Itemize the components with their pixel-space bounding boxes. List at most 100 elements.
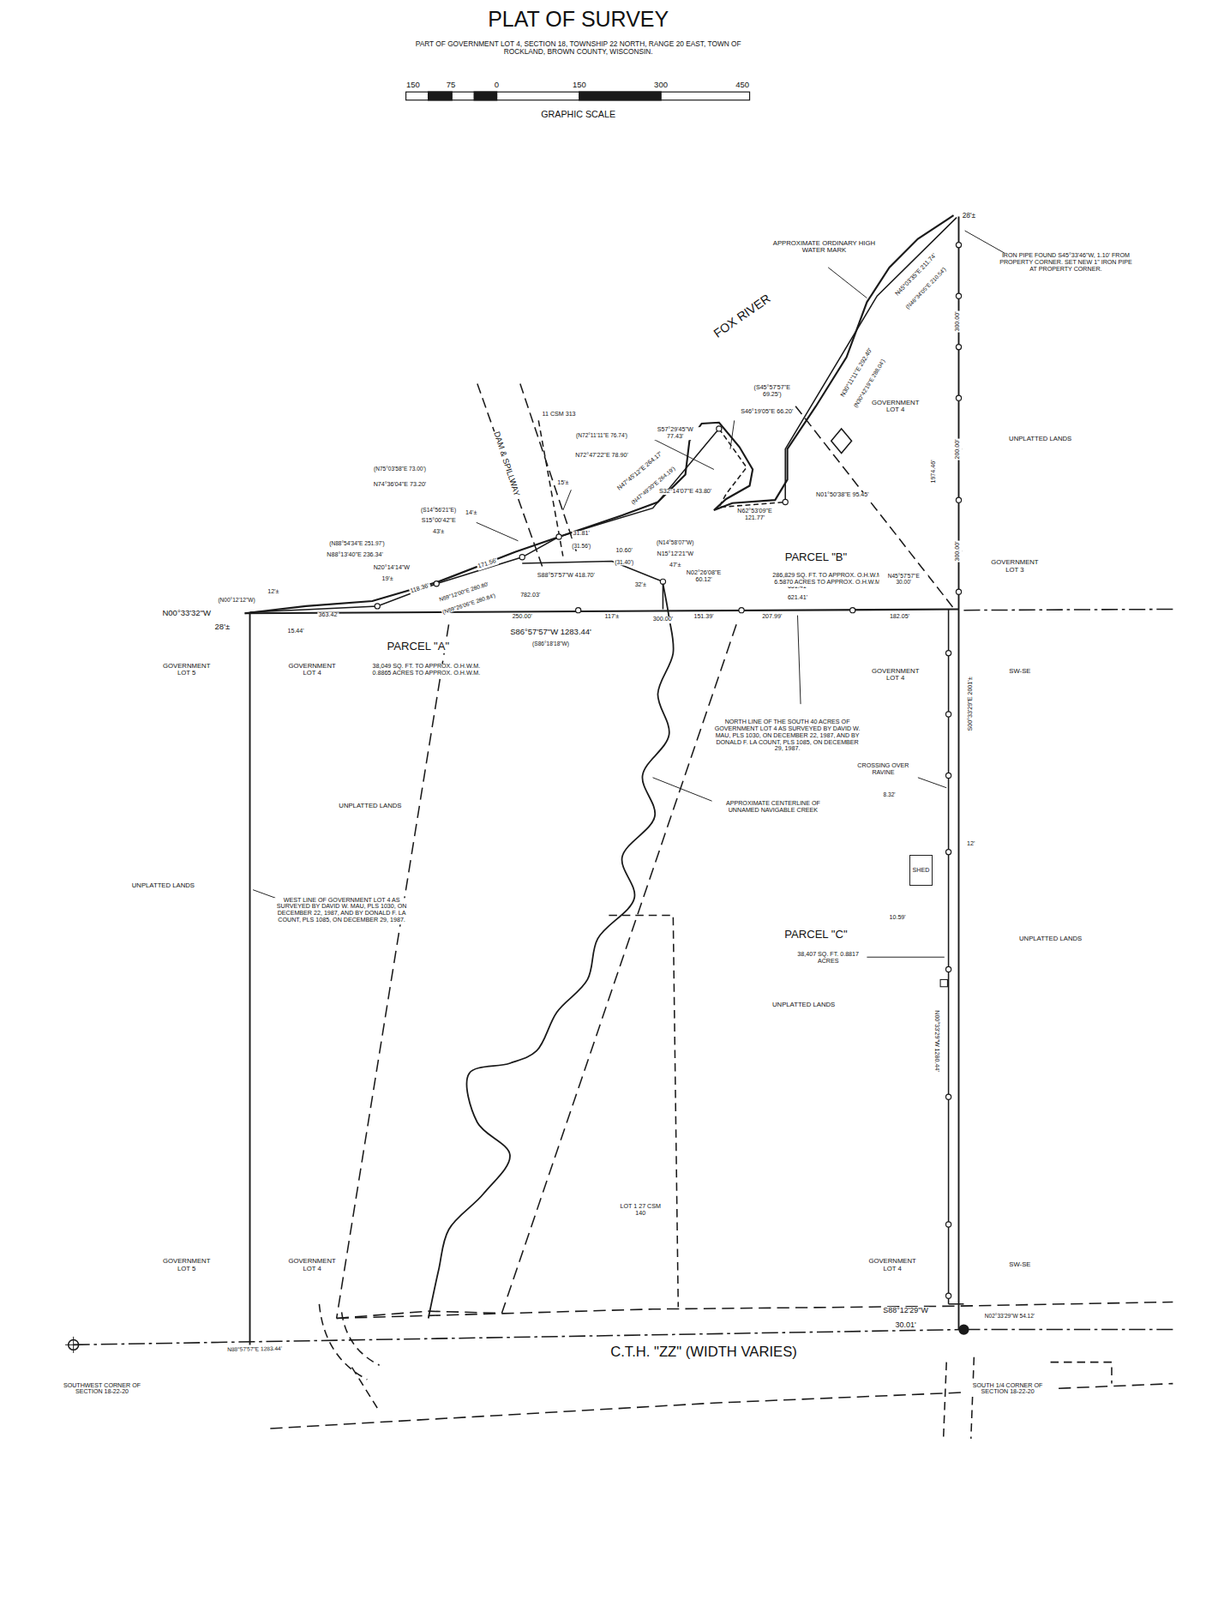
plat-label: GOVERNMENT LOT 4	[866, 666, 924, 682]
plat-label: 118.36'	[408, 582, 432, 595]
plat-label: 38,407 SQ. FT. 0.8817 ACRES	[795, 952, 861, 966]
plat-label: S57°29'45"W 77.43'	[648, 426, 703, 441]
plat-label: S00°33'29"E 2001'±	[967, 675, 975, 732]
plat-label: 75	[445, 80, 457, 90]
plat-label: 200.00'	[955, 438, 963, 460]
plat-label: 621.41'	[786, 595, 809, 603]
pipe-marker	[945, 966, 951, 972]
plat-label: (31.56')	[570, 542, 592, 549]
plat-label: 300.00'	[955, 310, 963, 332]
plat-label: 151.39'	[692, 613, 714, 621]
plat-label: (N88°54'34"E 251.97')	[328, 540, 385, 547]
plat-label: 171.56'	[476, 557, 499, 570]
plat-label: UNPLATTED LANDS	[771, 1001, 836, 1009]
plat-label: S86°57'57"W 1283.44'	[509, 626, 593, 636]
plat-label: APPROXIMATE CENTERLINE OF UNNAMED NAVIGA…	[718, 801, 828, 816]
shed-box: SHED	[909, 854, 934, 886]
pipe-marker	[716, 426, 722, 432]
plat-label: 117'±	[604, 613, 621, 621]
plat-label: GOVERNMENT LOT 4	[869, 398, 922, 414]
pipe-marker	[782, 498, 788, 504]
plat-label: 10.59'	[888, 914, 906, 922]
leader-line	[828, 267, 867, 299]
plat-label: SOUTH 1/4 CORNER OF SECTION 18-22-20	[960, 1382, 1055, 1397]
plat-label: 47'±	[668, 562, 682, 570]
pipe-marker	[955, 242, 961, 248]
leader-line	[918, 777, 947, 788]
plat-label: 28'±	[214, 621, 232, 630]
plat-label: 150	[405, 80, 421, 90]
plat-label: PARCEL "C"	[783, 928, 848, 941]
plat-label: S46°19'05"E 66.20'	[739, 408, 795, 416]
creek-envelope	[336, 624, 450, 1318]
pipe-marker	[519, 554, 525, 560]
pipe-marker	[955, 588, 961, 594]
shed-label: SHED	[912, 867, 930, 875]
plat-label: 38,049 SQ. FT. TO APPROX. O.H.W.M. 0.886…	[361, 663, 492, 678]
plat-label: N15°12'21"W	[656, 551, 695, 558]
plat-label: LOT 1 27 CSM 140	[618, 1204, 662, 1218]
road-curb	[318, 1303, 367, 1380]
plat-label: 32'±	[634, 582, 648, 589]
plat-label: GOVERNMENT LOT 3	[988, 558, 1041, 574]
plat-label: WEST LINE OF GOVERNMENT LOT 4 AS SURVEYE…	[269, 897, 414, 924]
plat-label: 12'±	[266, 588, 280, 596]
plat-label: 8.32'	[882, 791, 897, 798]
plat-label: N00°33'32"W	[161, 608, 212, 618]
plat-label: (31.40')	[613, 558, 635, 565]
pipe-marker	[738, 607, 744, 613]
pipe-marker	[850, 607, 856, 613]
leader-line	[730, 420, 735, 449]
plat-label: 30.01'	[894, 1320, 918, 1330]
pipe-marker	[433, 581, 439, 587]
plat-label: SW-SE	[1008, 1260, 1032, 1269]
plat-label: 363.42'	[318, 612, 340, 619]
scale-bar	[428, 91, 452, 101]
plat-label: UNPLATTED LANDS	[131, 882, 196, 890]
lot-line	[608, 914, 678, 1307]
plat-label: N45°03'35"E 211.74'	[893, 252, 938, 299]
plat-label: GOVERNMENT LOT 4	[282, 1257, 341, 1272]
plat-label: S32°14'07"E 43.80'	[658, 488, 714, 496]
plat-label: UNPLATTED LANDS	[337, 802, 402, 810]
pipe-marker	[945, 1292, 951, 1298]
pipe-marker	[576, 607, 582, 613]
plat-label: CROSSING OVER RAVINE	[852, 763, 915, 778]
pipe-markers	[374, 242, 961, 1299]
plat-label: S88°57'57"W 418.70'	[536, 572, 596, 580]
parcel-line	[522, 561, 663, 610]
plat-label: (N14°58'07"W)	[655, 539, 695, 546]
plat-title: PLAT OF SURVEY	[486, 7, 670, 31]
scale-bar	[474, 91, 497, 101]
plat-label: N88°13'40"E 236.34'	[325, 552, 384, 560]
scale-bar	[406, 91, 750, 101]
road-curb	[943, 1362, 948, 1439]
plat-label: (N75°03'58"E 73.00')	[372, 466, 427, 473]
road-curb	[342, 1311, 380, 1365]
plat-label: N02°33'29"W 54.12'	[983, 1312, 1036, 1319]
pipe-marker	[945, 1093, 951, 1099]
csm-line	[538, 420, 564, 556]
pipe-marker	[945, 849, 951, 855]
plat-label: 300.00'	[955, 540, 963, 562]
pipe-marker	[374, 603, 380, 609]
monument	[831, 428, 852, 454]
east-line	[948, 1302, 965, 1305]
traverse-line	[785, 217, 957, 503]
plat-label: IRON PIPE FOUND S45°33'46"W, 1.10' FROM …	[998, 252, 1134, 274]
plat-label: PART OF GOVERNMENT LOT 4, SECTION 18, TO…	[408, 40, 748, 56]
plat-label: N02°26'08"E 60.12'	[677, 570, 730, 585]
plat-label: N72°47'22"E 78.90'	[570, 452, 633, 460]
plat-label: 286,829 SQ. FT. TO APPROX. O.H.W.M. 6.58…	[763, 572, 894, 587]
leader-line	[965, 230, 1005, 253]
leader-line	[476, 522, 519, 540]
east-line	[958, 216, 960, 1329]
pipe-marker	[955, 395, 961, 401]
plat-label: N74°36'04"E 73.20'	[371, 481, 429, 489]
plat-label: (S14°56'21"E)	[420, 506, 457, 513]
quarter-line	[963, 608, 1173, 610]
road-line	[270, 1383, 1173, 1428]
section-line	[963, 1328, 1173, 1331]
plat-label: N62°53'09"E 121.77'	[726, 508, 784, 522]
section-corner	[959, 1324, 969, 1334]
